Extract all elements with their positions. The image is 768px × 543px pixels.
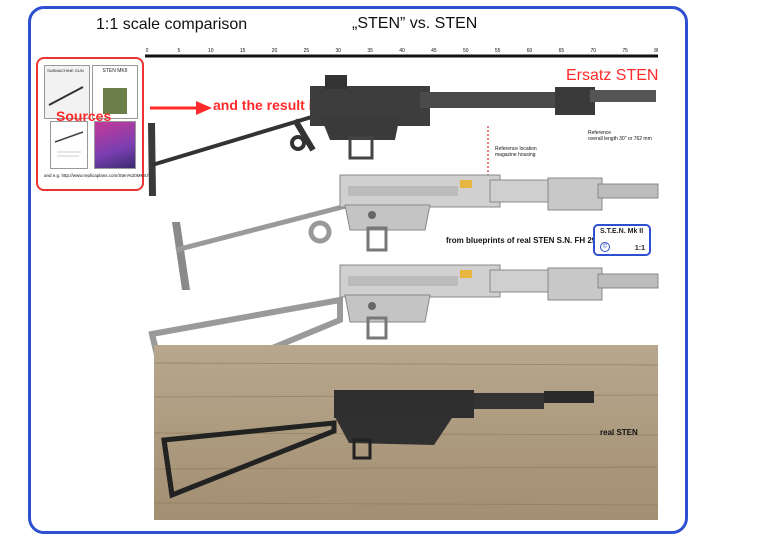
arrow-right-icon (150, 101, 212, 115)
ruler-tick-label: 0 (146, 48, 149, 54)
sten-badge: S.T.E.N. Mk II © 1:1 (593, 224, 651, 256)
ruler-tick-label: 35 (367, 48, 373, 54)
thumb-text: STEN MKII (102, 68, 128, 74)
sources-url[interactable]: and e.g. http://www.replicaplans.com/Ste… (44, 173, 156, 178)
result-callout: and the result is (213, 97, 321, 113)
gun-sketch-icon (48, 86, 84, 106)
ruler-tick-label: 55 (495, 48, 501, 54)
ruler-tick-label: 10 (208, 48, 214, 54)
ruler-tick-label: 20 (272, 48, 278, 54)
real-sten-label: real STEN (600, 428, 638, 437)
source-thumbnail (50, 121, 88, 169)
ruler-tick-label: 25 (304, 48, 310, 54)
scale-ruler: 0 5 10 15 20 25 30 35 40 45 50 55 60 65 70 75 80 (145, 48, 658, 58)
ruler-tick-label: 30 (335, 48, 341, 54)
gun-sketch-icon (54, 131, 84, 157)
comparison-title: „STEN” vs. STEN (352, 15, 478, 32)
reference-length-note: Reference overall length 30" or 762 mm (588, 130, 652, 143)
ruler-tick-label: 40 (399, 48, 405, 54)
ersatz-label: Ersatz STEN (566, 67, 659, 84)
ruler-tick-label: 15 (240, 48, 246, 54)
ruler-tick-label: 65 (559, 48, 565, 54)
blueprint-caption: from blueprints of real STEN S.N. FH 298… (446, 236, 610, 245)
badge-title: S.T.E.N. Mk II (600, 228, 644, 235)
ruler-tick-label: 45 (431, 48, 437, 54)
badge-scale: 1:1 (634, 245, 645, 252)
reference-location-note: Reference location magazine housing (495, 146, 537, 159)
sources-label: Sources (56, 108, 112, 124)
source-thumbnail: SUBMACHINE GUN (44, 65, 90, 119)
thumb-text: SUBMACHINE GUN (47, 68, 84, 73)
ruler-tick-label: 5 (177, 48, 180, 54)
scale-title: 1:1 scale comparison (96, 16, 248, 33)
ruler-tick-label: 75 (622, 48, 628, 54)
copyright-icon: © (600, 242, 610, 252)
ruler-tick-label: 80 (654, 48, 658, 54)
source-book-cover (94, 121, 136, 169)
real-sten-photo (154, 345, 658, 520)
source-thumbnail: STEN MKII (92, 65, 138, 119)
ruler-tick-label: 70 (590, 48, 596, 54)
sources-box: SUBMACHINE GUN STEN MKII Sources and e.g… (36, 57, 156, 191)
ruler-tick-label: 50 (463, 48, 469, 54)
ruler-tick-label: 60 (527, 48, 533, 54)
